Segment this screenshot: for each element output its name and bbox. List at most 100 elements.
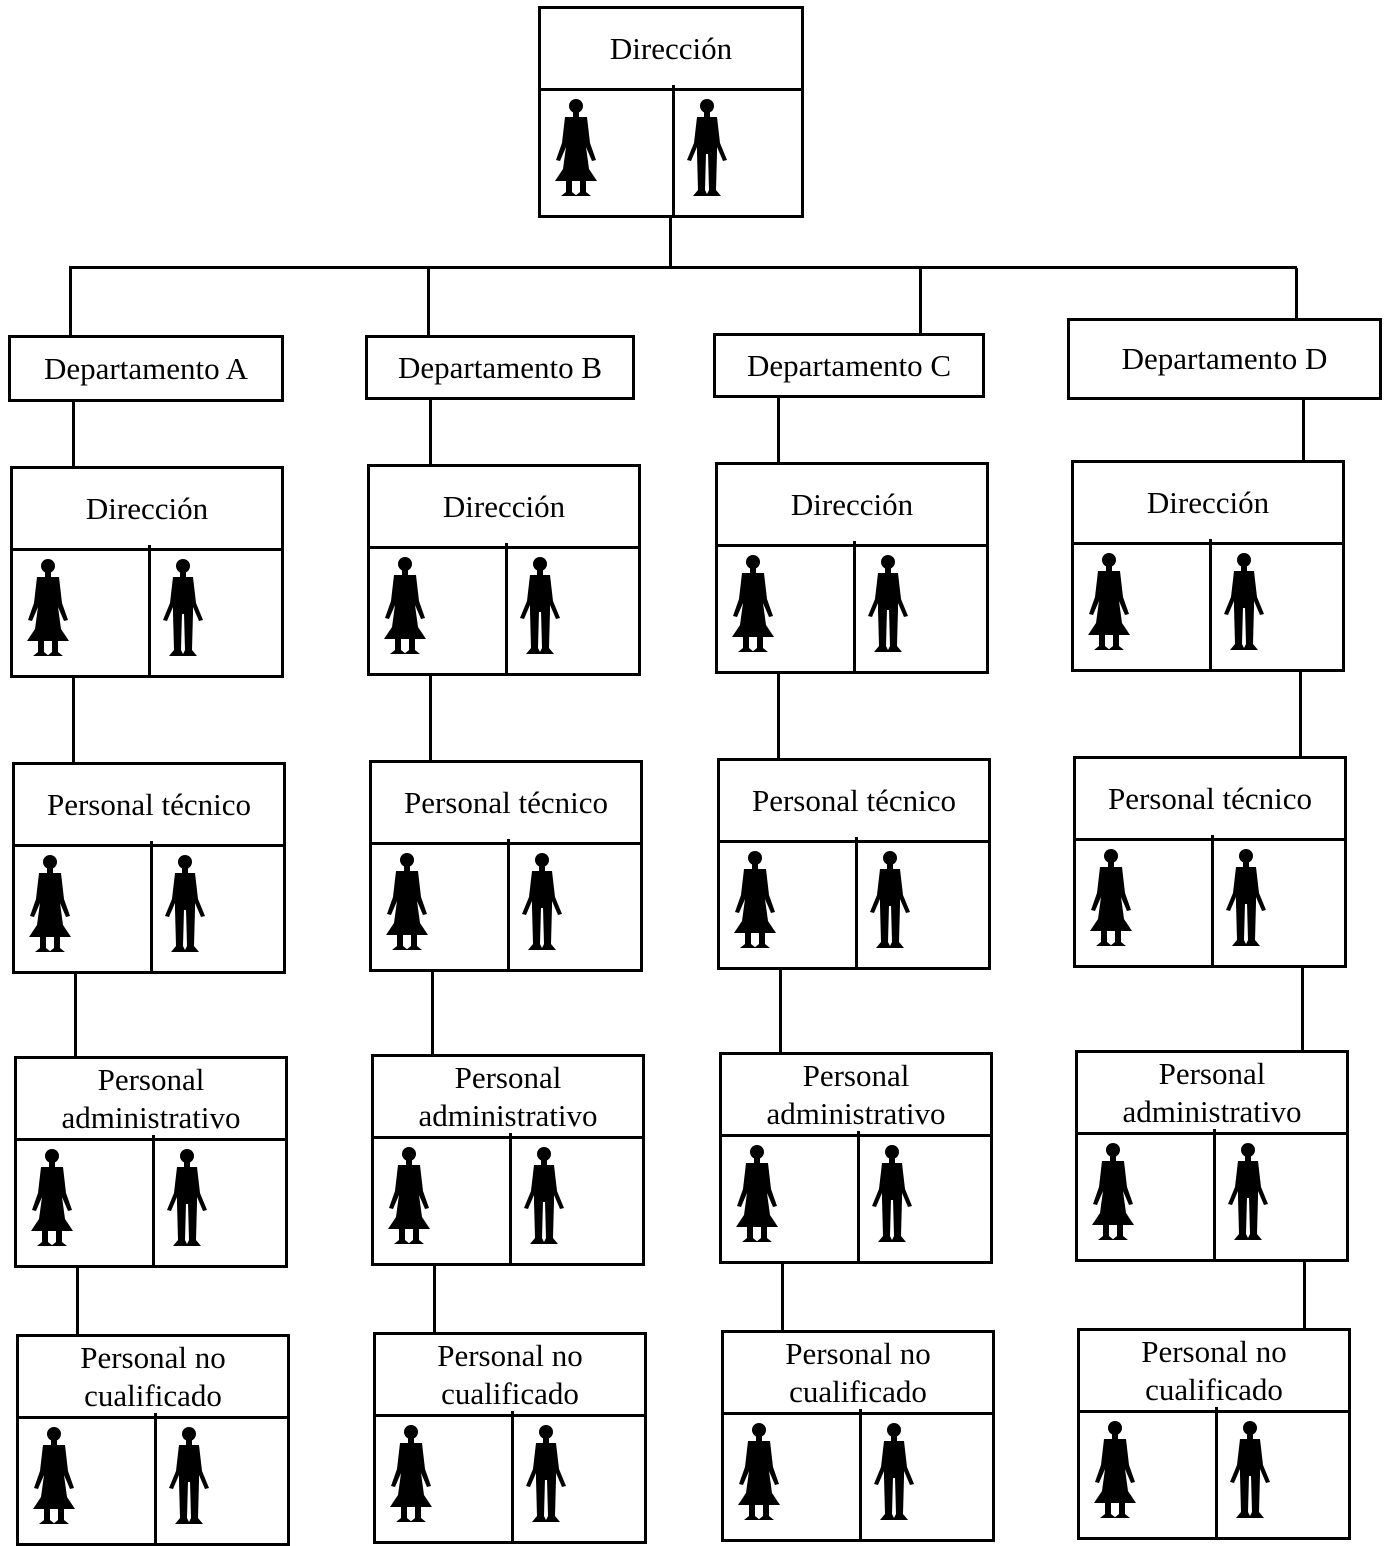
woman-cell [1076, 835, 1214, 965]
man-cell [1209, 539, 1342, 669]
level-title: Personal técnico [1076, 759, 1344, 841]
woman-cell [1080, 1407, 1218, 1537]
department-box: Departamento D [1067, 318, 1382, 400]
woman-cell [1078, 1129, 1216, 1259]
man-icon [524, 1147, 564, 1244]
level-title: Dirección [13, 469, 281, 551]
woman-cell [15, 841, 153, 971]
man-icon [874, 1423, 914, 1520]
level-box: Dirección [715, 462, 989, 674]
connector [1299, 672, 1302, 756]
woman-icon [386, 853, 428, 950]
connector [919, 268, 922, 333]
woman-cell [376, 1411, 514, 1541]
man-cell [859, 1409, 992, 1539]
connector [433, 1266, 436, 1332]
man-icon [163, 559, 203, 656]
man-icon [1224, 553, 1264, 650]
man-cell [672, 85, 801, 215]
woman-cell [372, 839, 510, 969]
woman-cell [724, 1409, 862, 1539]
top-direction-box: Dirección [538, 6, 804, 218]
woman-cell [374, 1133, 512, 1263]
man-cell [150, 841, 283, 971]
woman-cell [1074, 539, 1212, 669]
level-title-line: cualificado [1145, 1371, 1283, 1407]
woman-icon [384, 557, 426, 654]
woman-icon [388, 1147, 430, 1244]
level-title-line: Personal no [785, 1335, 931, 1371]
woman-cell [13, 545, 151, 675]
department-label: Departamento D [1121, 341, 1328, 376]
level-title-line: cualificado [84, 1377, 222, 1413]
connector [69, 268, 72, 335]
man-cell [148, 545, 281, 675]
connector [669, 216, 672, 269]
level-title-line: Personal no [437, 1337, 583, 1373]
level-title: Personal técnico [372, 763, 640, 845]
level-box: Dirección [1071, 460, 1345, 672]
man-icon [169, 1427, 209, 1524]
level-title-line: Personal [454, 1059, 562, 1095]
level-box: Personal técnico [12, 762, 286, 974]
level-title-line: Personal no [1141, 1333, 1287, 1369]
man-icon [165, 855, 205, 952]
man-icon [1228, 1143, 1268, 1240]
woman-icon [29, 855, 71, 952]
man-cell [1211, 835, 1344, 965]
woman-icon [33, 1427, 75, 1524]
connector [431, 972, 434, 1054]
level-title-line: administrativo [1122, 1093, 1302, 1129]
level-title-line: Personal no [80, 1339, 226, 1375]
man-icon [872, 1145, 912, 1242]
level-title: Dirección [370, 467, 638, 549]
man-cell [855, 837, 988, 967]
connector [74, 974, 77, 1056]
man-cell [505, 543, 638, 673]
level-title-line: administrativo [61, 1099, 241, 1135]
woman-cell [17, 1135, 155, 1265]
woman-icon [1094, 1421, 1136, 1518]
level-title: Personal técnico [720, 761, 988, 843]
level-box: Dirección [367, 464, 641, 676]
woman-cell [718, 541, 856, 671]
woman-icon [27, 559, 69, 656]
connector [777, 398, 780, 466]
man-icon [868, 555, 908, 652]
man-cell [511, 1411, 644, 1541]
connector [72, 402, 75, 466]
man-icon [1226, 849, 1266, 946]
connector [72, 678, 75, 762]
connector [777, 674, 780, 758]
man-cell [1213, 1129, 1346, 1259]
woman-icon [732, 555, 774, 652]
woman-cell [720, 837, 858, 967]
connector [429, 400, 432, 466]
level-title-line: cualificado [789, 1373, 927, 1409]
woman-icon [31, 1149, 73, 1246]
connector [429, 676, 432, 760]
connector [1303, 1262, 1306, 1328]
man-icon [520, 557, 560, 654]
connector [1301, 968, 1304, 1050]
connector [427, 268, 430, 335]
level-box: Dirección [10, 466, 284, 678]
connector [69, 266, 1297, 269]
man-icon [526, 1425, 566, 1522]
level-title: Dirección [718, 465, 986, 547]
woman-icon [734, 851, 776, 948]
woman-icon [555, 99, 597, 196]
